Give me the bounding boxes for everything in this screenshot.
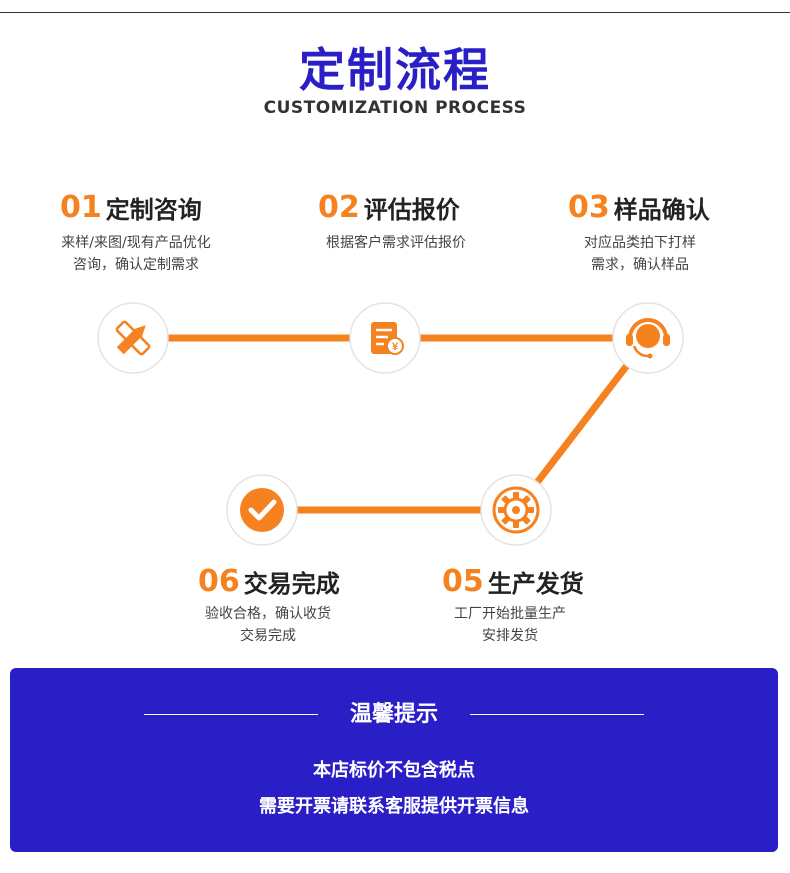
gear-icon: [480, 474, 552, 546]
notice-title-divider-left: [144, 714, 318, 715]
step-title: 定制咨询: [105, 196, 202, 224]
step-description-line: 根据客户需求评估报价: [326, 235, 466, 251]
step-number: 01: [60, 190, 102, 225]
svg-text:¥: ¥: [392, 341, 399, 353]
notice-line-invoice: 需要开票请联系客服提供开票信息: [259, 796, 529, 817]
step-01-description: 来样/来图/现有产品优化 咨询，确认定制需求: [36, 232, 236, 276]
step-description-line: 咨询，确认定制需求: [73, 257, 199, 273]
step-06-description: 验收合格，确认收货 交易完成: [168, 603, 368, 647]
step-description-line: 验收合格，确认收货: [205, 606, 331, 622]
step-title: 交易完成: [243, 570, 340, 598]
page-subtitle: CUSTOMIZATION PROCESS: [263, 98, 527, 118]
step-03-description: 对应品类拍下打样 需求，确认样品: [540, 232, 740, 276]
step-description-line: 来样/来图/现有产品优化: [61, 235, 211, 251]
step-number: 02: [318, 190, 360, 225]
flow-connector-lines: [129, 334, 652, 514]
step-number: 05: [442, 564, 484, 599]
step-02-description: 根据客户需求评估报价: [296, 232, 496, 254]
notice-panel: 温馨提示 本店标价不包含税点 需要开票请联系客服提供开票信息: [10, 668, 778, 852]
step-description-line: 需求，确认样品: [591, 257, 689, 273]
step-description-line: 安排发货: [482, 628, 538, 644]
step-number: 06: [198, 564, 240, 599]
top-divider: [0, 12, 790, 13]
step-description-line: 交易完成: [240, 628, 296, 644]
pencil-ruler-icon: [97, 302, 169, 374]
notice-line-tax: 本店标价不包含税点: [313, 760, 475, 781]
notice-title: 温馨提示: [349, 702, 438, 727]
price-document-icon: ¥: [349, 302, 421, 374]
page-title: 定制流程: [299, 43, 491, 97]
step-title: 生产发货: [487, 570, 584, 598]
customer-service-headset-icon: [612, 302, 684, 374]
notice-title-divider-right: [470, 714, 644, 715]
step-05-description: 工厂开始批量生产 安排发货: [410, 603, 610, 647]
step-title: 评估报价: [363, 196, 460, 224]
connector-03-05: [512, 334, 652, 514]
step-number: 03: [568, 190, 610, 225]
step-description-line: 对应品类拍下打样: [584, 235, 696, 251]
step-title: 样品确认: [613, 196, 710, 224]
checkmark-icon: [226, 474, 298, 546]
step-description-line: 工厂开始批量生产: [454, 606, 566, 622]
